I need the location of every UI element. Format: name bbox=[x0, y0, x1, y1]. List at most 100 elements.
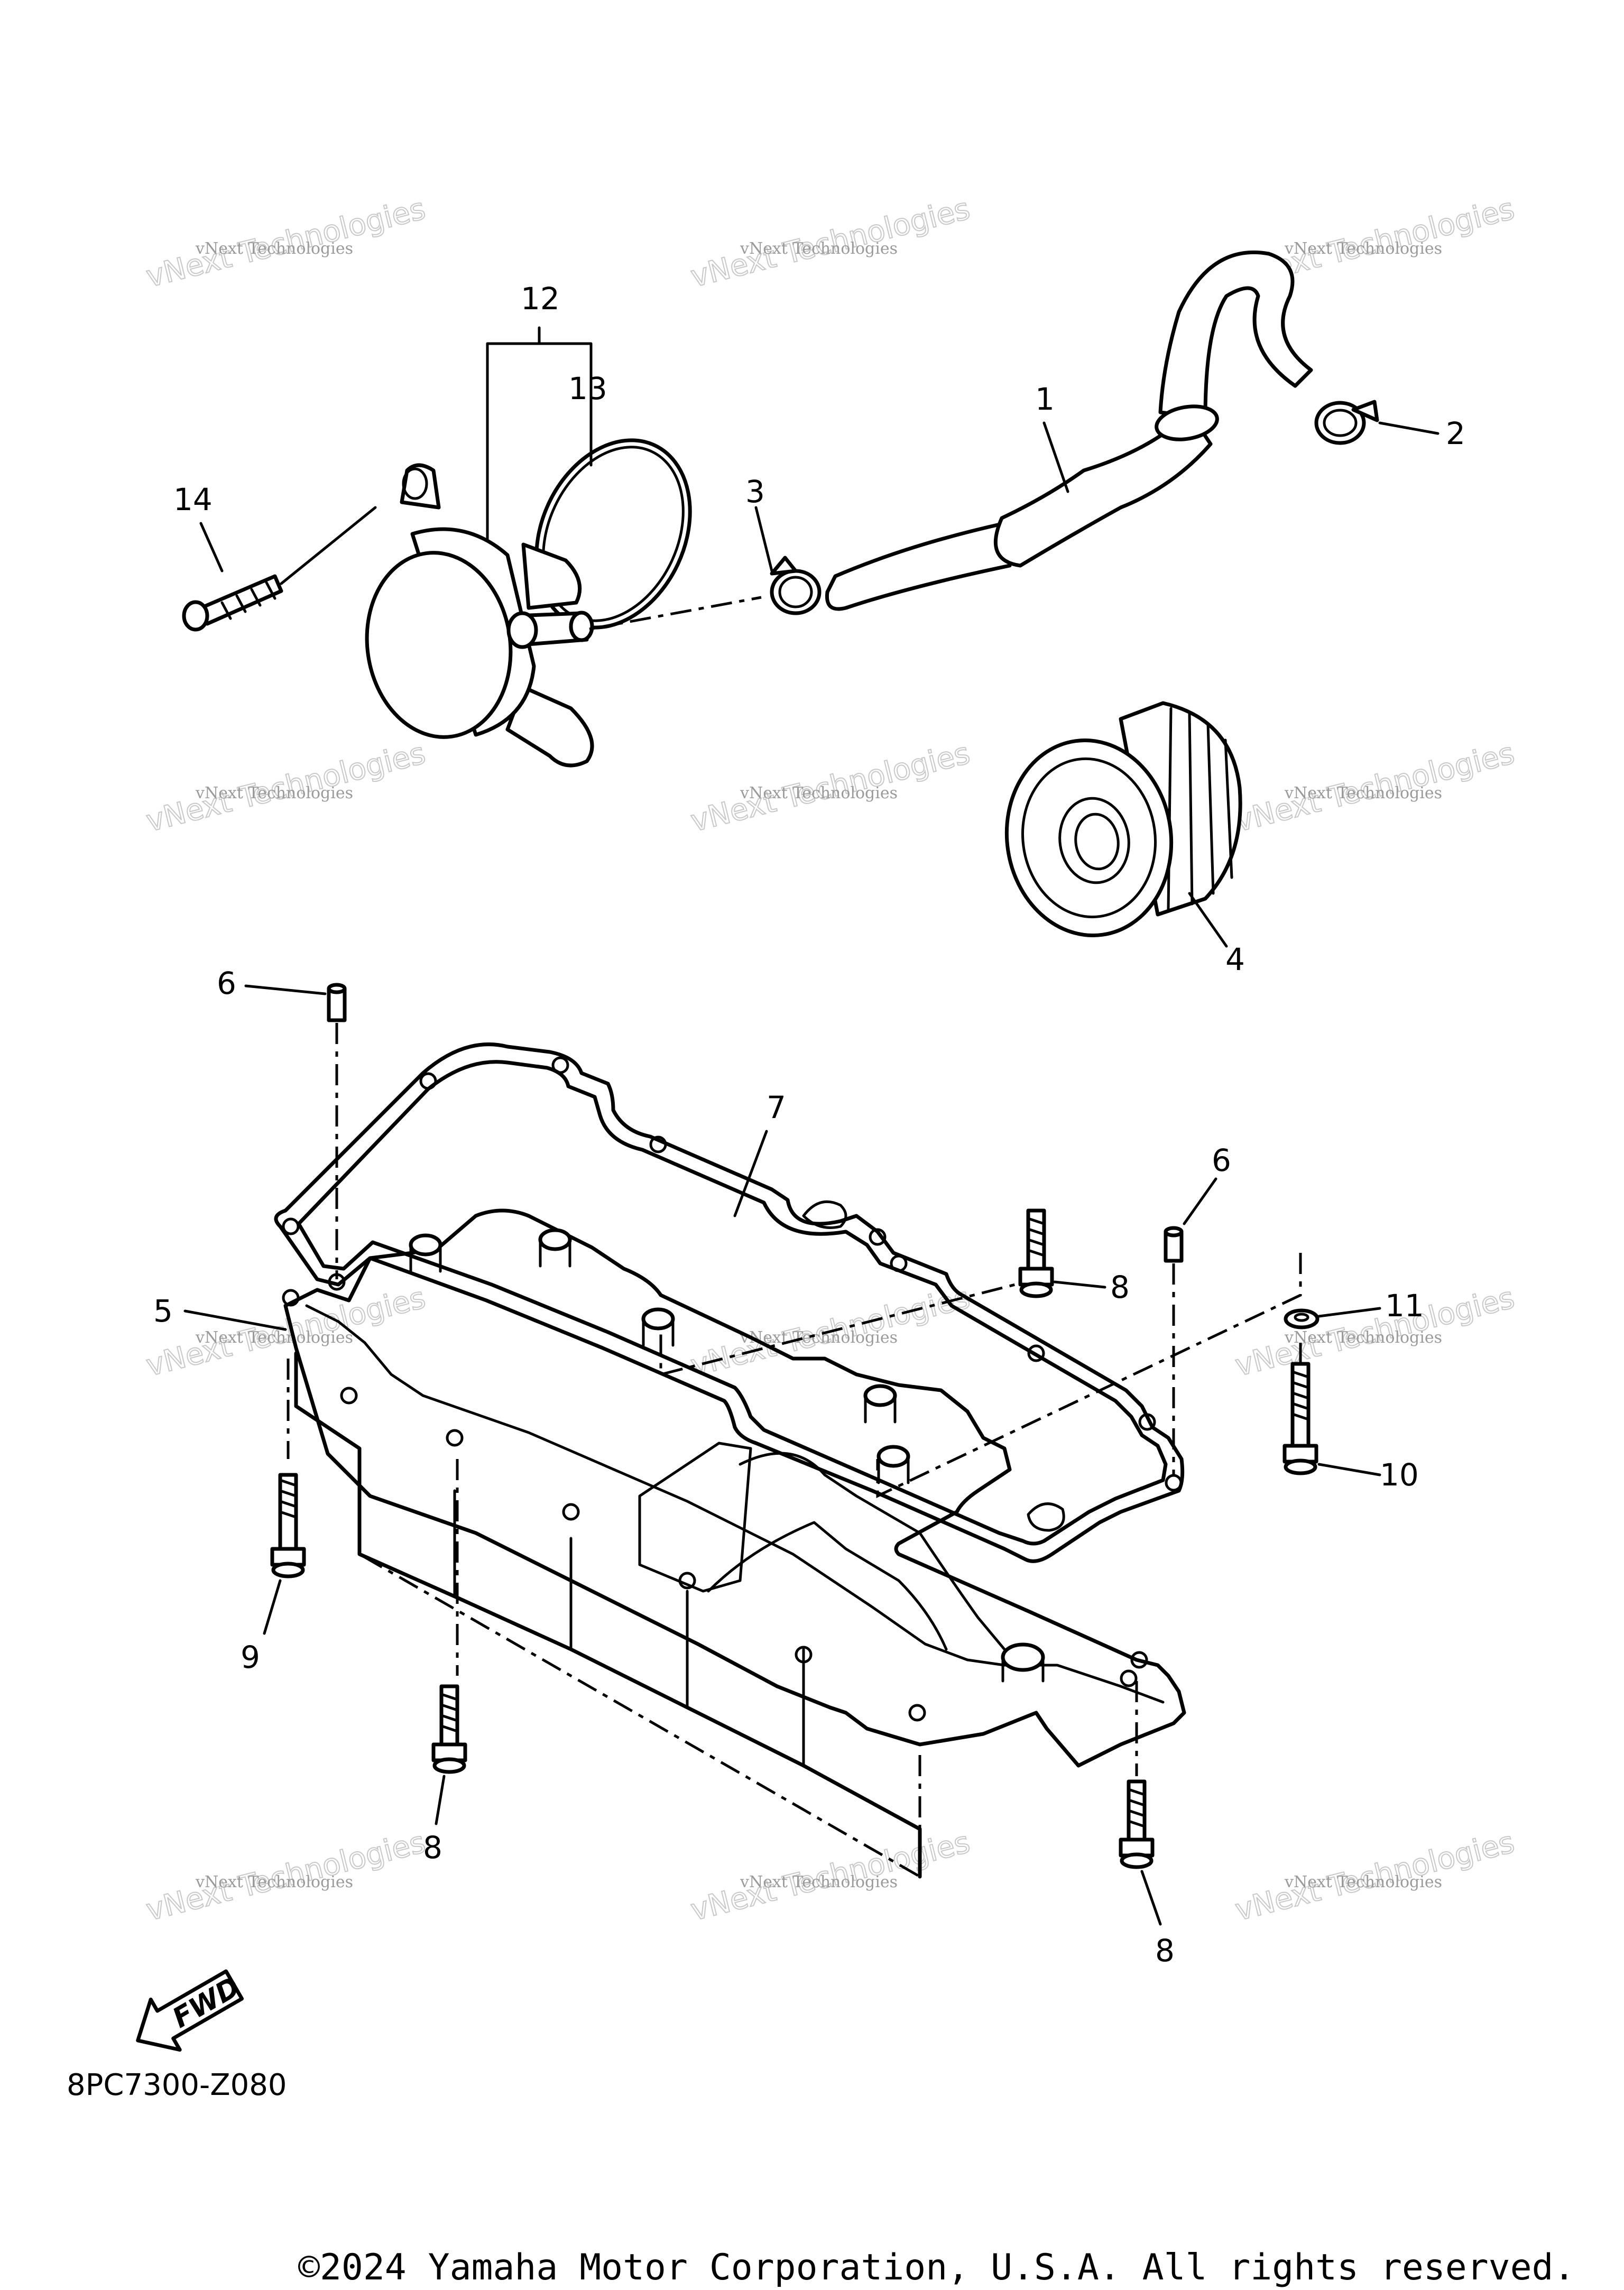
o-ring-inner bbox=[542, 446, 685, 622]
hose-clamp-2-inner bbox=[1323, 409, 1358, 437]
leader-line bbox=[1140, 1870, 1162, 1926]
bolt-10 bbox=[1282, 1343, 1381, 1476]
leader-line bbox=[1378, 421, 1440, 435]
gasket-bolt-hole bbox=[551, 1056, 569, 1074]
leader-line bbox=[1183, 1177, 1217, 1225]
pan-bolt-hole bbox=[1130, 1651, 1148, 1669]
gasket-bolt-hole bbox=[1138, 1413, 1156, 1431]
callout-2: 2 bbox=[1446, 415, 1465, 451]
oil-filter-thread bbox=[1058, 797, 1130, 884]
pan-bolt-hole bbox=[282, 1289, 300, 1307]
oil-pan-wall-ribs bbox=[358, 1457, 805, 1767]
callout-7: 7 bbox=[767, 1089, 786, 1125]
bolt-8-top bbox=[1018, 1208, 1106, 1298]
gasket-inner bbox=[297, 1060, 1168, 1546]
callouts: 1 2 3 4 5 6 6 7 8 8 8 9 10 11 12 13 14 bbox=[153, 281, 1465, 1969]
oil-pan-sump bbox=[638, 1442, 752, 1593]
hose-collar bbox=[1155, 404, 1219, 441]
callout-3: 3 bbox=[745, 474, 765, 510]
callout-8-top: 8 bbox=[1110, 1269, 1130, 1305]
svg-text:vNext Technologies: vNext Technologies bbox=[740, 784, 898, 802]
hose-clamp-2-tab bbox=[1351, 400, 1379, 422]
alignment-line bbox=[358, 1553, 921, 1879]
bolt-head bbox=[182, 600, 209, 632]
svg-text:vNext Technologies: vNext Technologies bbox=[1284, 1873, 1442, 1891]
bolt-flange bbox=[1018, 1267, 1054, 1287]
callout-10: 10 bbox=[1380, 1457, 1419, 1493]
callout-13: 13 bbox=[568, 371, 607, 407]
oil-pan-boss bbox=[409, 1233, 442, 1273]
bolt-flange bbox=[431, 1742, 467, 1762]
dowel-pin-top bbox=[1164, 1226, 1184, 1238]
oil-pan-baffle bbox=[739, 1452, 1006, 1651]
watermark: vNext Technologies vNext Technologies bbox=[687, 736, 974, 839]
pan-bolt-hole bbox=[340, 1387, 358, 1405]
watermark: vNext Technologies vNext Technologies bbox=[687, 1825, 974, 1928]
oil-pan-floor bbox=[707, 1521, 948, 1651]
watermark: vNext Technologies vNext Technologies bbox=[1231, 736, 1518, 839]
dowel-pin-left bbox=[244, 983, 347, 1279]
svg-text:vNext Technologies: vNext Technologies bbox=[195, 239, 353, 258]
callout-14: 14 bbox=[173, 482, 213, 518]
callout-8-lower-left: 8 bbox=[423, 1830, 442, 1866]
bolt-thread bbox=[279, 1479, 298, 1519]
gasket-window bbox=[802, 1200, 847, 1229]
bolt-14 bbox=[199, 574, 283, 626]
bolt-9 bbox=[263, 1473, 306, 1635]
callout-12: 12 bbox=[521, 281, 560, 317]
washer-body bbox=[1284, 1308, 1320, 1329]
alignment-line bbox=[659, 1232, 1038, 1377]
svg-text:vNext Technologies: vNext Technologies bbox=[195, 1328, 353, 1347]
bolt-head bbox=[271, 1562, 305, 1578]
oil-pan-rim bbox=[283, 1208, 1186, 1768]
watermark: vNext Technologies vNext Technologies bbox=[1231, 1280, 1518, 1384]
bolt-thread bbox=[1127, 1788, 1146, 1828]
watermark-layer: vNext Technologies vNext Technologies vN… bbox=[142, 191, 1518, 1928]
leader-line bbox=[1042, 421, 1069, 493]
svg-text:vNext Technologies: vNext Technologies bbox=[1284, 784, 1442, 802]
hose-clamp-3-inner bbox=[778, 576, 813, 608]
oil-pan-wall-front bbox=[294, 1351, 922, 1879]
bolt-thread bbox=[1027, 1217, 1046, 1257]
oil-hose-1 bbox=[825, 250, 1313, 611]
oil-filter-face bbox=[1004, 738, 1174, 937]
watermark: vNext Technologies vNext Technologies bbox=[142, 736, 429, 839]
pan-bolt-hole bbox=[446, 1429, 464, 1447]
oil-filter-bore bbox=[1074, 812, 1120, 871]
watermark: vNext Technologies vNext Technologies bbox=[142, 191, 429, 295]
leader-line bbox=[1317, 1307, 1381, 1318]
gasket-bolt-hole bbox=[328, 1273, 346, 1291]
svg-text:vNext Technologies: vNext Technologies bbox=[1284, 1328, 1442, 1347]
bolt-thread bbox=[220, 581, 276, 620]
callout-8-lower-right: 8 bbox=[1155, 1933, 1175, 1969]
gasket-bolt-hole bbox=[890, 1254, 908, 1272]
bolt-flange bbox=[1119, 1837, 1155, 1858]
washer-hole bbox=[1294, 1313, 1309, 1322]
gasket-bolt-hole bbox=[419, 1072, 437, 1090]
leader-line bbox=[733, 1130, 768, 1217]
callout-6-right: 6 bbox=[1212, 1142, 1231, 1178]
washer-11 bbox=[1284, 1307, 1381, 1329]
svg-text:vNext Technologies: vNext Technologies bbox=[195, 1873, 353, 1891]
oil-pan-boss bbox=[863, 1384, 897, 1424]
pan-bolt-hole bbox=[1120, 1669, 1138, 1687]
gasket-bolt-hole bbox=[869, 1228, 887, 1246]
hose-mid bbox=[993, 410, 1213, 568]
watermark: vNext Technologies vNext Technologies bbox=[687, 1280, 974, 1384]
oil-pan-boss bbox=[1001, 1642, 1045, 1683]
bolt-head bbox=[1120, 1852, 1154, 1869]
hose-clamp-2 bbox=[1314, 400, 1440, 445]
dowel-pin-right bbox=[1164, 1177, 1217, 1475]
bolt-head bbox=[1019, 1281, 1053, 1298]
cooler-flange-right bbox=[521, 542, 582, 610]
leader-line bbox=[1317, 1463, 1381, 1476]
bolt-8-lower-right bbox=[1119, 1779, 1162, 1926]
leader-line bbox=[244, 984, 327, 995]
watermark: vNext Technologies vNext Technologies bbox=[142, 1825, 429, 1928]
bolt-8-lower-left bbox=[431, 1684, 467, 1825]
pan-bolt-hole bbox=[678, 1572, 696, 1590]
watermark: vNext Technologies vNext Technologies bbox=[687, 191, 974, 295]
oil-cooler-assembly bbox=[182, 326, 762, 768]
gasket-bolt-hole bbox=[649, 1135, 667, 1153]
svg-text:vNext Technologies: vNext Technologies bbox=[740, 1873, 898, 1891]
